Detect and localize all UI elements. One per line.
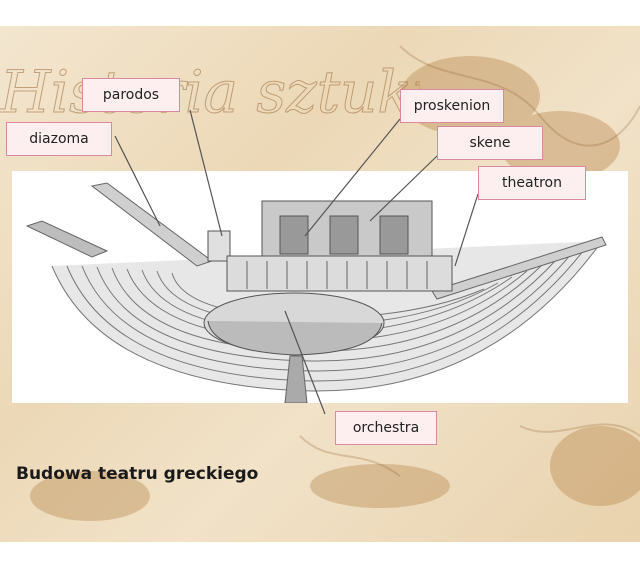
label-proskenion: proskenion (400, 89, 504, 123)
slide: Historia sztuki (0, 26, 640, 542)
label-orchestra: orchestra (335, 411, 437, 445)
label-theatron: theatron (478, 166, 586, 200)
skene-door-2 (329, 215, 359, 255)
proskenion-platform (226, 255, 453, 292)
label-skene: skene (437, 126, 543, 160)
west-retaining-wall (90, 182, 214, 267)
skene-door-3 (379, 215, 409, 255)
slide-caption: Budowa teatru greckiego (16, 464, 259, 484)
greek-theatre-illustration (25, 182, 607, 403)
west-seating-stairs (25, 220, 109, 258)
skene-door-1 (279, 215, 309, 255)
header-script-text: Historia sztuki (0, 58, 420, 126)
label-parodos: parodos (82, 78, 180, 112)
diagram-panel (12, 171, 628, 403)
proskenion-columns (246, 261, 428, 289)
label-diazoma: diazoma (6, 122, 112, 156)
east-retaining-wall (431, 236, 607, 300)
